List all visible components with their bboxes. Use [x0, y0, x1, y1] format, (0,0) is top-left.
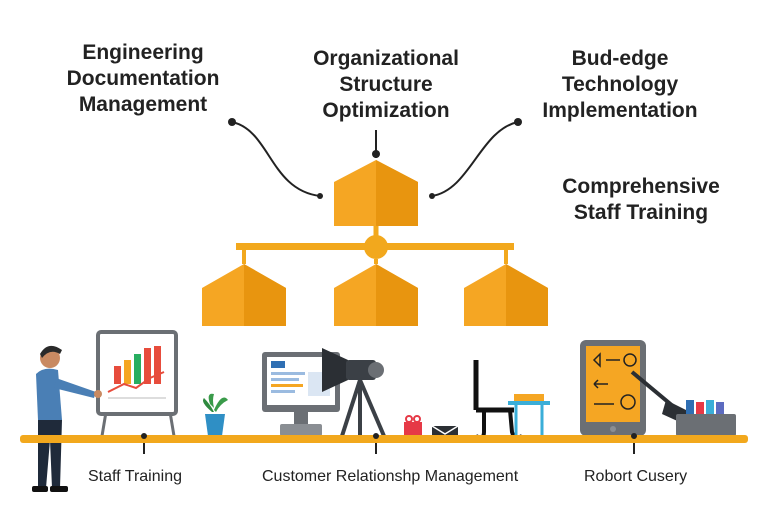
potted-plant-icon [203, 393, 228, 436]
heading-staff-training: Comprehensive Staff Training [562, 175, 720, 224]
caption-staff-training: Staff Training [88, 468, 182, 485]
tablet-dashboard-icon [580, 340, 646, 436]
connector-left [231, 121, 321, 197]
child-node-left-shade [244, 264, 286, 326]
tick-left-dot [141, 433, 147, 439]
heading-documentation-management: Engineering Documentation Management [66, 41, 220, 116]
heading-structure-optimization: Organizational Structure Optimization [313, 47, 459, 122]
tick-center-dot [373, 433, 379, 439]
tick-right-dot [631, 433, 637, 439]
branch-hub [364, 235, 388, 259]
shelf-bar [20, 435, 748, 443]
connector-left-dot [228, 118, 236, 126]
top-node-shade [376, 160, 418, 226]
connector-right-end [429, 193, 435, 199]
connector-right [431, 121, 519, 197]
gift-box-icon [404, 415, 422, 436]
caption-customer-relationship: Customer Relationshp Management [262, 468, 519, 485]
connector-left-end [317, 193, 323, 199]
document-tray-icon [676, 400, 736, 436]
connector-right-dot [514, 118, 522, 126]
child-node-right-shade [506, 264, 548, 326]
projector-icon [322, 348, 386, 437]
desk-table-icon [508, 394, 550, 436]
heading-technology-implementation: Bud-edge Technology Implementation [542, 47, 698, 122]
caption-robort-cusery: Robort Cusery [584, 468, 688, 485]
child-node-center-shade [376, 264, 418, 326]
chart-board-icon [96, 330, 178, 437]
connector-center-dot [372, 150, 380, 158]
